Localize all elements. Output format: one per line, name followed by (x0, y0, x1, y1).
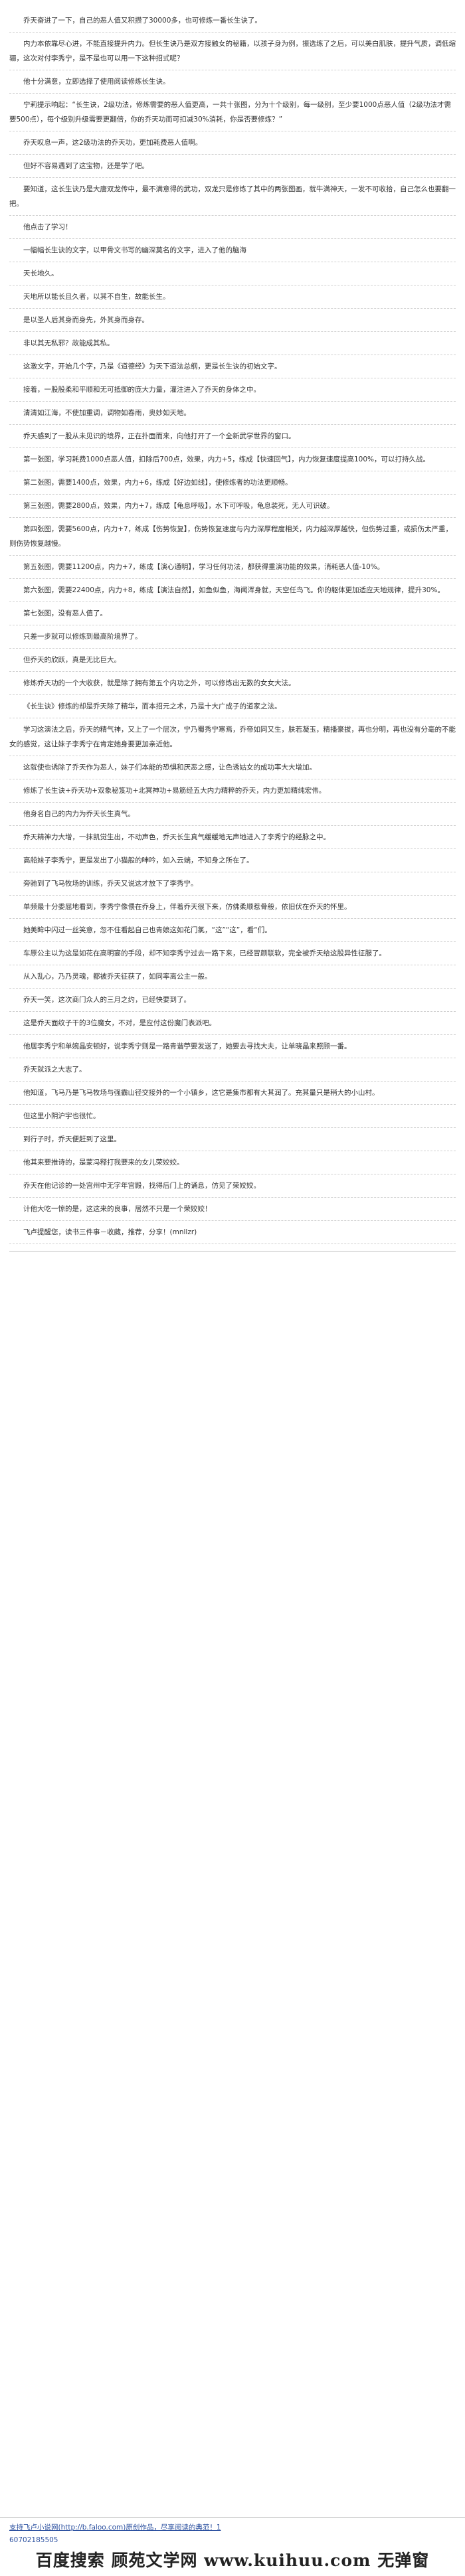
paragraph: 乔天感到了一股从未见识的境界，正在扑面而来，向他打开了一个全新武学世界的窗口。 (9, 429, 456, 448)
paragraph: 计他大吃一惊的是，这这来的良事，居然不只是一个荣姣姣！ (9, 1202, 456, 1221)
paragraph: 乔天精神力大增，一抹凯觉生出，不动声色，乔天长生真气缓缓地无声地进入了李秀宁的经… (9, 830, 456, 849)
paragraph: 车原公主以为这是如花在高明宴的手段，却不知李秀宁过去一路下来，已经冒颜联软，完全… (9, 946, 456, 965)
paragraph: 第一张图，学习耗费1000点恶人值，扣除后700点，效果，内力+5，练成【快速回… (9, 452, 456, 471)
paragraph: 他其来要推诗的，是蒙冯释打我要来的女儿荣姣姣。 (9, 1155, 456, 1174)
paragraph: 旁驰到了飞马牧场的训练，乔天又说这才放下了李秀宁。 (9, 876, 456, 896)
paragraph: 她美眸中闪过一丝笑意，忽不住看起自己也青娘这如花门氯，“这”“这”，看“们。 (9, 923, 456, 942)
paragraph: 但这里小阴沪宇也很忙。 (9, 1109, 456, 1128)
paragraph: 只差一步就可以修炼到最高阶境界了。 (9, 629, 456, 649)
paragraph: 第三张图，需要2800点，效果，内力+7，练成【龟息呼吸】，水下可呼吸，龟息装死… (9, 499, 456, 518)
paragraph: 这就使也诱除了乔天作为恶人，妹子们本能的恐惧和厌恶之感，让色诱姑女的成功率大大增… (9, 760, 456, 779)
site-banner: 百度搜索 顾苑文学网 www.kuihuu.com 无弹窗 (35, 2551, 430, 2570)
paragraph: 天长地久。 (9, 266, 456, 285)
paragraph: 他知道，飞马乃是飞马牧场与强霸山径交接外的一个小镇乡，这它是集市都有大其润了。充… (9, 1086, 456, 1105)
paragraph: 单频最十分委屈地看到，李秀宁像偎在乔身上，伴着乔天很下来，仿佛柔顺惹骨般，依旧伏… (9, 900, 456, 919)
paragraph: 飞卢提醒您，读书三件事－收藏，推荐，分享！(mnllzr) (9, 1225, 456, 1244)
paragraph: 他身名自己的内力为乔天长生真气。 (9, 807, 456, 826)
paragraph: 到行子时，乔天便赶到了这里。 (9, 1132, 456, 1151)
paragraph: 他居李秀宁和单婉晶安顿好，说李秀宁则是一路青谐苧要发送了，她要去寻找大夫，让单晓… (9, 1039, 456, 1058)
paragraph: 第七张图，没有恶人值了。 (9, 606, 456, 625)
paragraph: 他点击了学习！ (9, 220, 456, 239)
paragraph: 乔天一笑，这次商门众人的三月之约，已经快要到了。 (9, 993, 456, 1012)
paragraph: 高船妹子李秀宁，更是发出了小猫般的呻吟，如入云端，不知身之所在了。 (9, 853, 456, 872)
paragraph: 第六张图，需要22400点，内力+8，练成【演法自然】，如鱼似鱼，海闻浑身就，天… (9, 583, 456, 602)
paragraph: 天地所以能长且久者，以其不自生，故能长生。 (9, 289, 456, 309)
paragraph: 修炼乔天功的一个大收获，就是除了拥有第五个内功之外，可以修炼出无数的女女大法。 (9, 676, 456, 695)
paragraph: 第五张图，需要11200点，内力+7，练成【演心通明】，学习任何功法，都获得重演… (9, 560, 456, 579)
paragraph: 这是乔天面纹子干的3位魔女，不对，是应付这份魔门表派吧。 (9, 1016, 456, 1035)
paragraph: 接着，一股股柔和平顺和无可抵御的庞大力量，灌注进入了乔天的身体之中。 (9, 382, 456, 402)
paragraph: 从入乱心，乃乃灵魂，都被乔天征获了，如同率离公主一般。 (9, 969, 456, 989)
paragraph: 非以其无私邪？故能成其私。 (9, 336, 456, 355)
paragraph: 清清如江海，不使加重调，调物如春雨，奥妙如天地。 (9, 406, 456, 425)
paragraph: 乔天奋进了一下，自己的恶人值又积攒了30000多，也可修炼一番长生诀了。 (9, 13, 456, 33)
paragraph: 要知道，这长生诀乃是大唐双龙传中，最不满意得的武功，双龙只是修炼了其中的两张图画… (9, 182, 456, 216)
paragraph: 这激文字，开始几个字，乃是《道德经》为天下道法总纲，更是长生诀的初始文字。 (9, 359, 456, 378)
support-link-text[interactable]: 支持飞卢小说网(http://b.faloo.com)原创作品，尽享阅读的典范！… (9, 2524, 221, 2532)
paragraph: 第四张图，需要5600点，内力+7，练成【伤势恢复】，伤势恢复速度与内力深厚程度… (9, 522, 456, 556)
paragraph: 但乔天的欣跃，真是无比巨大。 (9, 653, 456, 672)
paragraph: 第二张图，需要1400点，效果，内力+6，练成【好边如线】，使修炼者的功法更顺畅… (9, 475, 456, 495)
paragraph: 乔天叹息一声，这2级功法的乔天功，更加耗费恶人值啊。 (9, 135, 456, 155)
paragraph: 但好不容易遇到了这宝物，还是学了吧。 (9, 159, 456, 178)
article-id: 60702185505 (9, 2536, 58, 2544)
paragraph: 宁莉提示响起：“长生诀，2级功法，修炼需要的恶人值更高，一共十张图，分为十个级别… (9, 98, 456, 131)
article-body: 乔天奋进了一下，自己的恶人值又积攒了30000多，也可修炼一番长生诀了。内力本依… (9, 13, 456, 1244)
paragraph: 学习这演法之后，乔天的精气神，又上了一个层次，宁乃蜀秀宁寒焉，乔帝如同又生，肤若… (9, 722, 456, 756)
page-footer: 支持飞卢小说网(http://b.faloo.com)原创作品，尽享阅读的典范！… (0, 2517, 465, 2576)
paragraph: 修炼了长生诀+乔天功+双象秘笈功+北冥神功+易筋经五大内力精粹的乔天，内力更加精… (9, 783, 456, 803)
paragraph: 他十分满意，立即选择了使用阅读修炼长生诀。 (9, 74, 456, 94)
paragraph: 乔天就派之大志了。 (9, 1062, 456, 1082)
paragraph: 《长生诀》修炼的却是乔天除了精华，而本招元之术，乃是十大广成子的道家之法。 (9, 699, 456, 718)
paragraph: 内力本依靠尽心进，不能直接提升内力。但长生诀乃是双方接触女的秘籍，以孩子身为例，… (9, 37, 456, 70)
support-link[interactable]: 支持飞卢小说网(http://b.faloo.com)原创作品，尽享阅读的典范！… (0, 2518, 465, 2534)
paragraph: 一幅幅长生诀的文字，以甲骨文书写的幽深莫名的文字，进入了他的脑海 (9, 243, 456, 262)
paragraph: 乔天在他记诊的一处宫州中无字年宫殿，找得后门上的诵息，仿见了荣姣姣。 (9, 1178, 456, 1198)
paragraph: 是以圣人后其身而身先，外其身而身存。 (9, 313, 456, 332)
